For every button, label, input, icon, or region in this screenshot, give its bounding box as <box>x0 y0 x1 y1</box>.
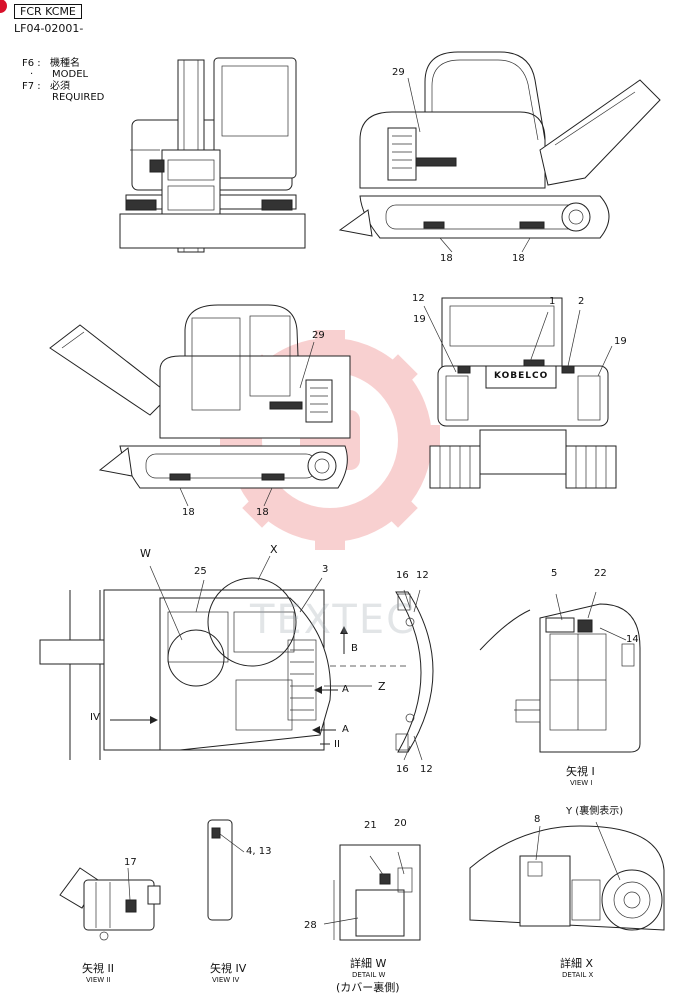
view-ii-drawing <box>59 867 161 941</box>
detail-x-drawing <box>469 821 665 931</box>
corner-marker-icon <box>0 0 7 13</box>
caption-view-iv-en: VIEW IV <box>212 976 240 984</box>
caption-detail-x-jp: 詳細 X <box>560 957 594 970</box>
callout-12-upper: 12 <box>416 570 429 581</box>
callout-16-upper: 16 <box>396 570 409 581</box>
callout-1-rear: 1 <box>549 296 556 307</box>
callout-16-lower: 16 <box>396 764 409 775</box>
callout-x: X <box>270 543 278 556</box>
callout-12-rear: 12 <box>412 293 425 304</box>
callout-view-ii-arrow: II <box>334 739 340 750</box>
callout-22: 22 <box>594 568 607 579</box>
legend-f7-en: REQUIRED <box>52 92 105 103</box>
detail-w-drawing <box>323 844 421 941</box>
counterweight-curve-drawing <box>395 589 434 761</box>
callout-29-mid: 29 <box>312 330 325 341</box>
caption-view-ii-en: VIEW II <box>86 976 111 984</box>
callout-29-top: 29 <box>392 67 405 78</box>
part-code: LF04-02001- <box>14 22 84 35</box>
front-view-drawing <box>119 57 306 253</box>
caption-view-i-jp: 矢視 I <box>566 765 595 778</box>
legend-f7-key: F7 : <box>22 81 41 92</box>
callout-8: 8 <box>534 814 541 825</box>
legend-f6-jp: 機種名 <box>50 58 80 69</box>
callout-18-top-left: 18 <box>440 253 453 264</box>
callout-z: Z <box>378 680 386 693</box>
callout-18-top-right: 18 <box>512 253 525 264</box>
callout-21: 21 <box>364 820 377 831</box>
callout-12-lower: 12 <box>420 764 433 775</box>
caption-detail-w-en: DETAIL W <box>352 971 386 979</box>
callout-w: W <box>140 547 151 560</box>
caption-view-iv-jp: 矢視 IV <box>210 962 247 975</box>
legend-f6-en: MODEL <box>52 69 89 80</box>
caption-view-ii-jp: 矢視 II <box>82 962 114 975</box>
caption-detail-w-jp: 詳細 W <box>350 957 387 970</box>
view-iv-drawing <box>207 819 245 921</box>
model-box: FCR KCME <box>14 4 82 19</box>
watermark-text: TEXTEC <box>250 597 417 643</box>
caption-detail-x-en: DETAIL X <box>562 971 594 979</box>
callout-20: 20 <box>394 818 407 829</box>
callout-18-mid-left: 18 <box>182 507 195 518</box>
callout-19-rear-right: 19 <box>614 336 627 347</box>
caption-view-i-en: VIEW I <box>570 779 593 787</box>
brand-logo-text: KOBELCO <box>494 371 549 381</box>
legend-f6-dot: · <box>30 69 34 80</box>
callout-28: 28 <box>304 920 317 931</box>
side-view-right-drawing <box>338 51 661 253</box>
callout-4-13: 4, 13 <box>246 846 272 857</box>
callout-17: 17 <box>124 857 137 868</box>
callout-a-upper: A <box>342 684 349 695</box>
callout-25: 25 <box>194 566 207 577</box>
callout-a-lower: A <box>342 724 349 735</box>
legend-f7-jp: 必須 <box>50 81 70 92</box>
callout-14: 14 <box>626 634 639 645</box>
callout-18-mid-right: 18 <box>256 507 269 518</box>
caption-detail-w-note: (カバー裏側) <box>336 981 400 994</box>
top-view-drawing <box>39 555 406 760</box>
rear-view-drawing <box>423 297 617 489</box>
callout-5: 5 <box>551 568 558 579</box>
callout-view-iv-arrow: IV <box>90 712 100 723</box>
callout-19-rear-left: 19 <box>413 314 426 325</box>
callout-3: 3 <box>322 564 329 575</box>
legend-f6-key: F6 : <box>22 58 41 69</box>
callout-2-rear: 2 <box>578 296 585 307</box>
callout-b: B <box>351 643 358 654</box>
callout-y: Y (裏側表示) <box>566 806 624 817</box>
side-view-left-drawing <box>49 304 351 507</box>
view-i-drawing <box>479 591 641 753</box>
